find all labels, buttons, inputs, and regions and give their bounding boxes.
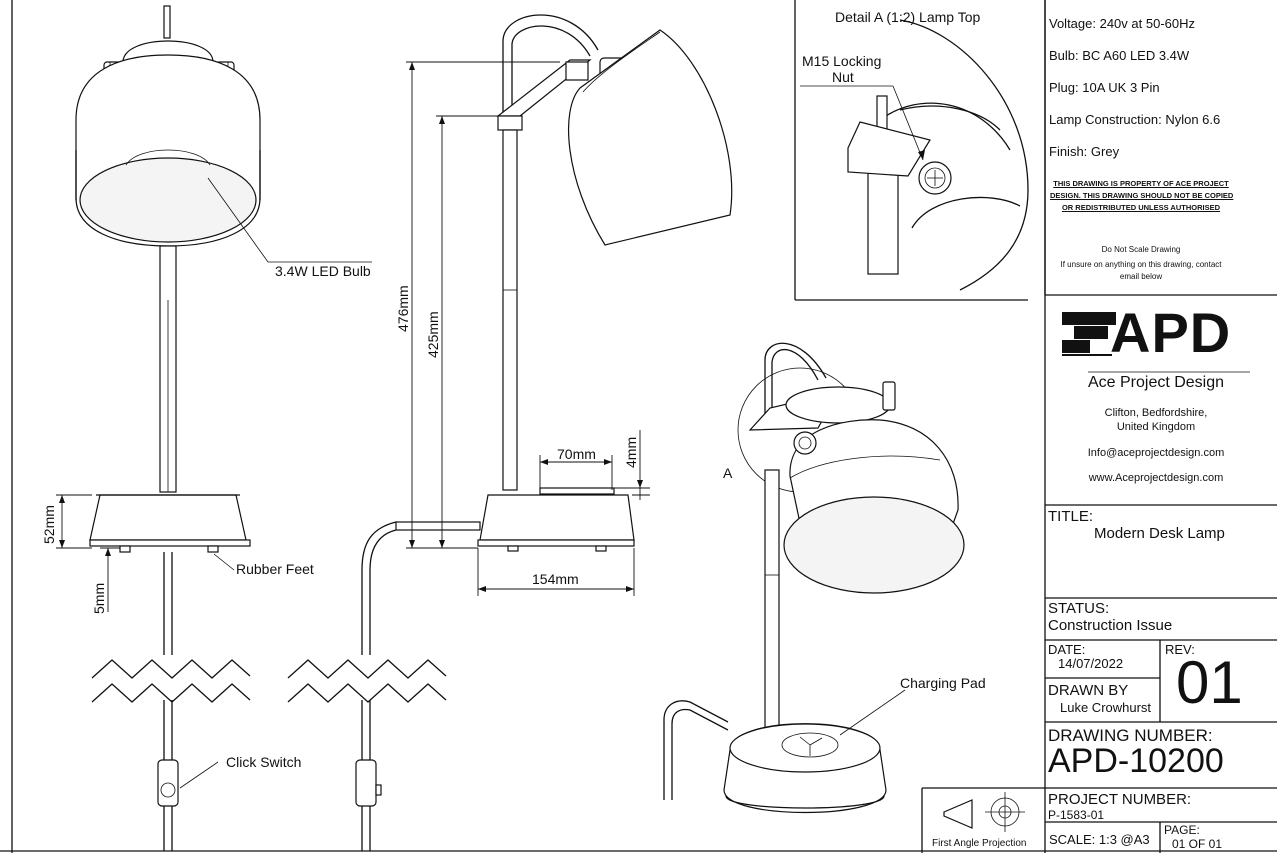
apd-logo-mark xyxy=(1062,312,1116,356)
dimension-feet-height: 5mm xyxy=(91,583,107,614)
logo-text: APD xyxy=(1110,301,1232,364)
do-not-scale-note: Do Not Scale Drawing xyxy=(1101,245,1181,254)
address-line-1: Clifton, Bedfordshire, xyxy=(1104,407,1208,419)
rubber-feet-label: Rubber Feet xyxy=(236,561,314,577)
company-name: Ace Project Design xyxy=(1087,374,1225,391)
click-switch-label: Click Switch xyxy=(226,754,301,770)
status-value: Construction Issue xyxy=(1048,617,1173,634)
drawing-number-label: DRAWING NUMBER: xyxy=(1048,726,1213,745)
bulb-label: 3.4W LED Bulb xyxy=(275,263,371,279)
title-block-grid xyxy=(921,0,1277,853)
detail-marker-label: A xyxy=(723,465,733,481)
company-email: Info@aceprojectdesign.com xyxy=(1087,447,1225,459)
drawing-title: Modern Desk Lamp xyxy=(1094,525,1225,542)
address-line-2: United Kingdom xyxy=(1116,421,1196,433)
spec-construction: Lamp Construction: Nylon 6.6 xyxy=(1049,112,1221,127)
spec-voltage: Voltage: 240v at 50-60Hz xyxy=(1049,16,1195,31)
property-notice-line-3: OR REDISTRIBUTED UNLESS AUTHORISED xyxy=(1061,203,1221,212)
drawn-by-value: Luke Crowhurst xyxy=(1060,700,1152,715)
dimension-base-height: 52mm xyxy=(41,505,57,544)
project-number-label: PROJECT NUMBER: xyxy=(1048,791,1192,808)
locking-nut-label: M15 Locking xyxy=(802,53,881,69)
spec-bulb: Bulb: BC A60 LED 3.4W xyxy=(1049,48,1190,63)
property-notice-line-1: THIS DRAWING IS PROPERTY OF ACE PROJECT xyxy=(1053,179,1229,188)
unsure-note-line-1: If unsure on anything on this drawing, c… xyxy=(1060,260,1222,269)
rev-label: REV: xyxy=(1165,642,1195,657)
charging-pad-label: Charging Pad xyxy=(900,675,986,691)
drawing-number-value: APD-10200 xyxy=(1048,742,1224,780)
detail-title: Detail A (1:2) Lamp Top xyxy=(835,9,980,25)
first-angle-projection-symbol xyxy=(943,792,1025,832)
dimension-base-width: 154mm xyxy=(532,571,579,587)
detail-a-view xyxy=(794,0,1046,301)
dimension-pad-depth: 4mm xyxy=(623,437,639,468)
rev-value: 01 xyxy=(1176,649,1243,716)
date-value: 14/07/2022 xyxy=(1058,656,1124,671)
project-number-value: P-1583-01 xyxy=(1048,808,1105,822)
isometric-view xyxy=(663,342,965,813)
front-view xyxy=(56,5,372,851)
projection-label: First Angle Projection xyxy=(932,838,1027,849)
company-website: www.Aceprojectdesign.com xyxy=(1088,472,1224,484)
scale-value: SCALE: 1:3 @A3 xyxy=(1049,832,1150,847)
page-label: PAGE: xyxy=(1164,823,1200,837)
spec-finish: Finish: Grey xyxy=(1049,144,1120,159)
property-notice-line-2: DESIGN. THIS DRAWING SHOULD NOT BE COPIE… xyxy=(1050,191,1234,200)
title-label: TITLE: xyxy=(1048,508,1094,525)
unsure-note-line-2: email below xyxy=(1119,272,1163,281)
status-label: STATUS: xyxy=(1048,600,1110,617)
locking-nut-label-2: Nut xyxy=(832,69,854,85)
dimension-arm-height: 425mm xyxy=(425,311,441,358)
dimension-total-height: 476mm xyxy=(395,285,411,332)
side-view xyxy=(287,14,733,851)
date-label: DATE: xyxy=(1048,642,1086,657)
dimension-pad-width: 70mm xyxy=(557,446,596,462)
drawn-by-label: DRAWN BY xyxy=(1048,682,1129,699)
page-value: 01 OF 01 xyxy=(1172,837,1223,851)
spec-plug: Plug: 10A UK 3 Pin xyxy=(1049,80,1160,95)
